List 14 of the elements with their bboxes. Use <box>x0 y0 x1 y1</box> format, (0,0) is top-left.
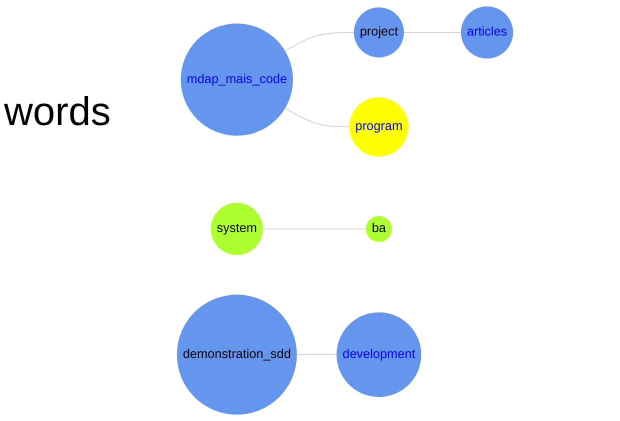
node-circle: development <box>336 312 422 397</box>
connector <box>284 32 354 52</box>
node-circle: ba <box>366 216 392 242</box>
node-circle: program <box>349 97 409 156</box>
node-circle: project <box>354 7 404 58</box>
connector <box>296 354 337 356</box>
connector <box>404 32 462 33</box>
node-circle: system <box>210 202 263 255</box>
heading-text: words <box>4 90 111 135</box>
connector <box>284 108 350 128</box>
connector <box>262 228 366 230</box>
node-circle: demonstration_sdd <box>176 294 297 415</box>
node-circle: mdap_mais_code <box>180 24 293 136</box>
node-circle: articles <box>460 6 514 59</box>
